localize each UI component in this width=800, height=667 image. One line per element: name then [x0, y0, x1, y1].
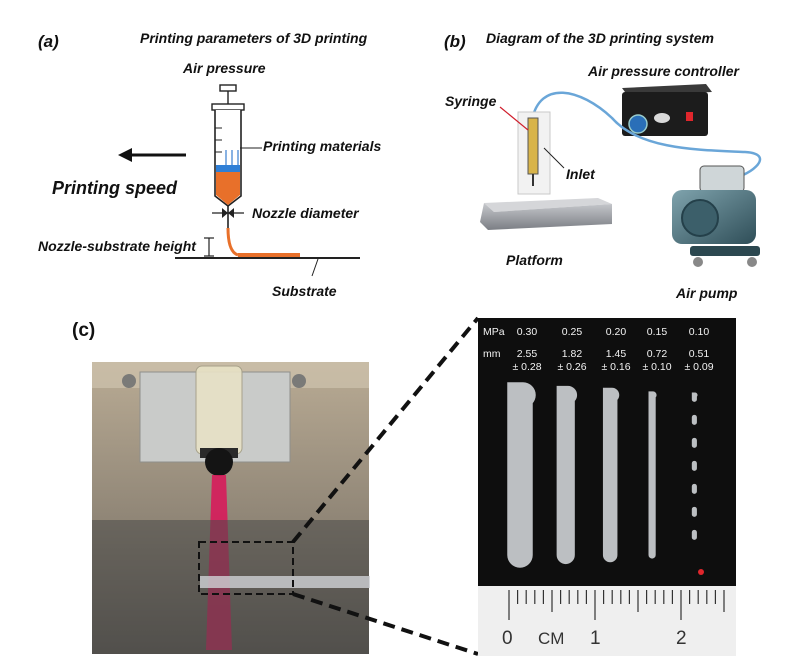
column-width-2: 1.45 — [606, 348, 627, 360]
ruler: 0 CM 1 2 — [478, 586, 736, 656]
column-sd-2: ± 0.16 — [601, 361, 630, 373]
air-pressure-label: Air pressure — [182, 60, 266, 76]
column-pressure-4: 0.10 — [689, 326, 710, 338]
red-marker-dot — [698, 569, 704, 575]
ruler-label-2: 2 — [676, 628, 687, 649]
printed-line-1 — [556, 385, 578, 565]
zoom-line-top — [291, 316, 480, 544]
zoom-line-bottom — [292, 592, 479, 656]
row-label-mpa: MPa — [483, 326, 505, 338]
panel-a: (a) Printing parameters of 3D printing A… — [38, 30, 381, 299]
panel-a-tag: (a) — [38, 32, 59, 51]
ruler-label-0: 0 — [502, 628, 513, 649]
printer-photo — [92, 362, 370, 654]
air-tube — [530, 91, 762, 180]
column-sd-3: ± 0.10 — [642, 361, 671, 373]
column-pressure-0: 0.30 — [517, 326, 538, 338]
platform-label: Platform — [506, 252, 563, 268]
row-label-mm: mm — [483, 348, 501, 360]
printing-materials-label: Printing materials — [263, 138, 381, 154]
printed-line-4 — [691, 392, 698, 558]
panel-c-tag: (c) — [72, 320, 95, 341]
zoom-box — [198, 541, 294, 595]
column-width-0: 2.55 — [517, 348, 538, 360]
panel-c: (c) MPa mm 0.30 2.55± 0.28 0.25 1.82± 0.26 0… — [72, 316, 736, 656]
printed-line-2 — [602, 387, 620, 563]
printing-material-fill — [216, 172, 240, 205]
nozzle-substrate-height-label: Nozzle-substrate height — [38, 238, 197, 254]
printing-speed-label: Printing speed — [52, 178, 178, 198]
column-width-3: 0.72 — [647, 348, 668, 360]
panel-b: (b) Diagram of the 3D printing system Ai… — [444, 30, 762, 301]
air-pressure-controller-label: Air pressure controller — [587, 63, 740, 79]
air-pressure-controller — [622, 84, 712, 136]
platform-body — [480, 203, 612, 230]
measurement-columns: 0.302.55± 0.280.251.82± 0.260.201.45± 0.… — [507, 326, 714, 575]
panel-b-tag: (b) — [444, 32, 466, 51]
inlet-label: Inlet — [566, 166, 596, 182]
column-sd-4: ± 0.09 — [684, 361, 713, 373]
substrate-label: Substrate — [272, 283, 337, 299]
printed-line-3 — [648, 391, 657, 559]
column-sd-1: ± 0.26 — [557, 361, 586, 373]
ruler-unit: CM — [538, 629, 564, 648]
air-pump — [672, 165, 760, 267]
panel-b-title: Diagram of the 3D printing system — [486, 30, 714, 46]
column-width-4: 0.51 — [689, 348, 710, 360]
column-sd-0: ± 0.28 — [512, 361, 541, 373]
syringe-plunger-blue — [216, 165, 240, 172]
air-pump-label: Air pump — [675, 285, 738, 301]
column-pressure-1: 0.25 — [562, 326, 583, 338]
printing-speed-arrow — [118, 148, 186, 162]
syringe-schematic — [211, 84, 245, 257]
syringe-leader — [499, 106, 529, 131]
syringe-label: Syringe — [445, 93, 497, 109]
syringe-device — [517, 111, 551, 195]
panel-a-title: Printing parameters of 3D printing — [140, 30, 368, 46]
column-pressure-2: 0.20 — [606, 326, 627, 338]
platform-top — [484, 198, 612, 212]
nozzle-diameter-label: Nozzle diameter — [252, 205, 360, 221]
ruler-label-1: 1 — [590, 628, 601, 649]
column-pressure-3: 0.15 — [647, 326, 668, 338]
printed-line-0 — [507, 382, 536, 568]
column-width-1: 1.82 — [562, 348, 583, 360]
ruler-ticks — [508, 590, 725, 620]
